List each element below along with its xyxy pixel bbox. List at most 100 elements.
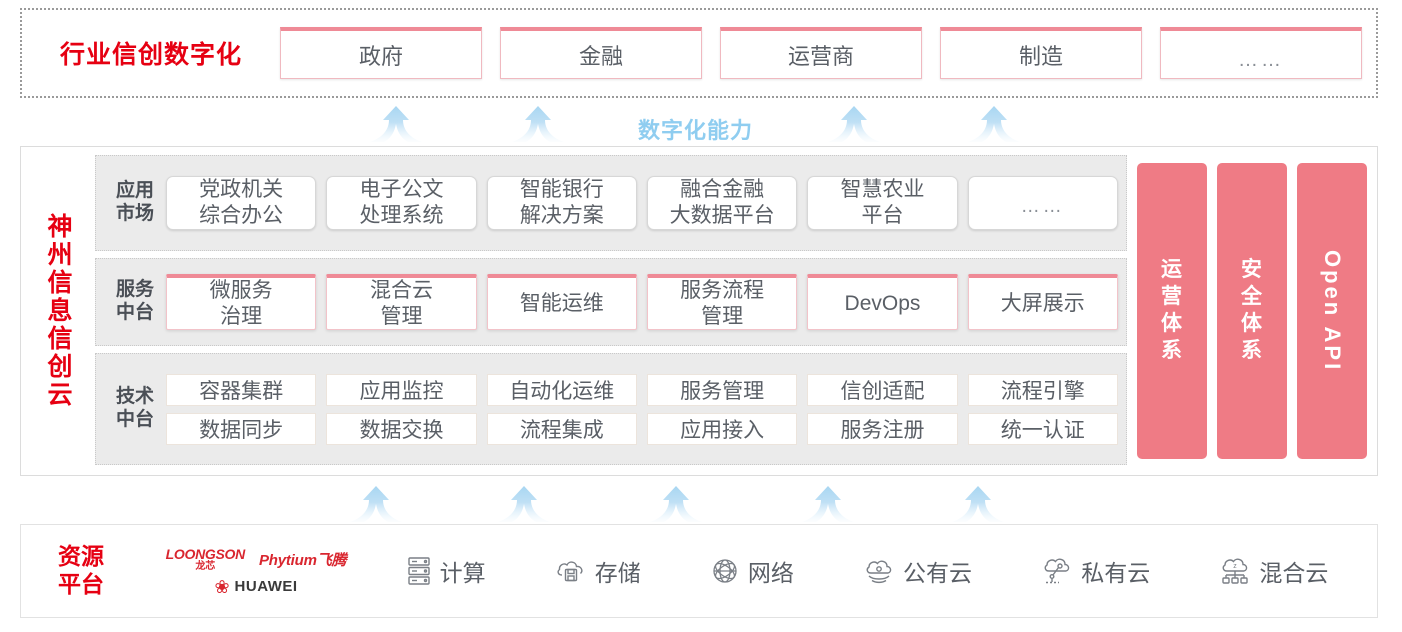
band-label-line-1: 应用 xyxy=(115,180,154,202)
cloud-title-char-5: 信 xyxy=(47,325,73,353)
industry-card-manufacturing[interactable]: 制造 xyxy=(940,27,1142,79)
loongson-logo-cn: 龙芯 xyxy=(195,560,216,572)
cloud-title-char-6: 创 xyxy=(47,353,73,381)
pillar-list: 运 营 体 系 安 全 体 系 Open API xyxy=(1135,155,1367,467)
tech-card-service-registry[interactable]: 服务注册 xyxy=(807,412,958,445)
resource-item-hybrid-cloud[interactable]: z 混合云 xyxy=(1219,554,1328,588)
tech-card-data-sync[interactable]: 数据同步 xyxy=(166,412,317,445)
tech-card-process-engine[interactable]: 流程引擎 xyxy=(967,373,1118,406)
resource-item-private-cloud[interactable]: 私有云 xyxy=(1041,554,1150,588)
service-card-microservice-governance[interactable]: 微服务 治理 xyxy=(166,273,317,331)
app-card-edoc-system[interactable]: 电子公文 处理系统 xyxy=(326,176,477,230)
resource-item-label: 计算 xyxy=(439,560,486,586)
band-label-application-market: 应用 市场 xyxy=(104,180,166,226)
industry-band-title: 行业信创数字化 xyxy=(59,41,242,69)
cloud-title-char-3: 信 xyxy=(47,269,73,297)
resource-platform-panel: 资源 平台 LOONGSON 龙芯 Phytium飞腾 ❀ HUAWEI xyxy=(20,524,1378,618)
pillar-open-api[interactable]: Open API xyxy=(1297,163,1367,459)
huawei-logo-text: HUAWEI xyxy=(234,578,298,595)
server-rack-icon xyxy=(406,556,432,586)
service-card-hybrid-cloud-management[interactable]: 混合云 管理 xyxy=(326,273,477,331)
cloud-storage-icon xyxy=(555,557,587,585)
band-label-technical-platform: 技术 中台 xyxy=(104,386,166,432)
cloud-title-char-4: 息 xyxy=(47,297,73,325)
tech-card-container-cluster[interactable]: 容器集群 xyxy=(166,373,317,406)
cloud-row-stack: 应用 市场 党政机关 综合办公 电子公文 处理系统 智能银行 解决方案 融合金融… xyxy=(95,155,1127,467)
resource-item-label: 网络 xyxy=(747,560,794,586)
cloud-panel-title: 神 州 信 息 信 创 云 xyxy=(21,147,91,475)
resource-item-storage[interactable]: 存储 xyxy=(555,554,641,588)
resource-arrow-5 xyxy=(950,484,1006,524)
industry-card-more[interactable]: …… xyxy=(1160,27,1362,79)
app-card-party-government-office[interactable]: 党政机关 综合办公 xyxy=(166,176,317,230)
cloud-panel: 神 州 信 息 信 创 云 应用 市场 党政机关 综合办公 电子公文 处理系统 xyxy=(20,146,1378,476)
app-card-more[interactable]: …… xyxy=(967,176,1118,230)
tech-card-automated-ops[interactable]: 自动化运维 xyxy=(486,373,637,406)
pillar-operation-system-text: 运 营 体 系 xyxy=(1161,257,1183,365)
resource-arrow-4 xyxy=(800,484,856,524)
service-card-intelligent-ops[interactable]: 智能运维 xyxy=(486,273,637,331)
network-mesh-icon xyxy=(710,556,740,586)
app-card-smart-agriculture-platform[interactable]: 智慧农业 平台 xyxy=(807,176,958,230)
loongson-logo-en: LOONGSON xyxy=(165,545,246,562)
cloud-title-char-1: 神 xyxy=(47,213,73,241)
tech-card-xinchuang-adaptation[interactable]: 信创适配 xyxy=(807,373,958,406)
band-label-service-platform: 服务 中台 xyxy=(104,279,166,325)
capability-label: 数字化能力 xyxy=(638,118,754,143)
app-card-fintech-bigdata-platform[interactable]: 融合金融 大数据平台 xyxy=(646,176,798,230)
hybrid-cloud-icon: z xyxy=(1219,556,1251,586)
pillar-char: 系 xyxy=(1241,338,1263,362)
industry-card-finance[interactable]: 金融 xyxy=(500,27,702,79)
resource-item-label: 私有云 xyxy=(1081,560,1151,586)
pillar-operation-system[interactable]: 运 营 体 系 xyxy=(1137,163,1207,459)
huawei-flower-icon: ❀ xyxy=(214,576,230,597)
band-label-line-2: 中台 xyxy=(115,302,154,323)
vendor-logo-row-1: LOONGSON 龙芯 Phytium飞腾 xyxy=(166,547,347,572)
band-label-line-1: 服务 xyxy=(115,279,154,301)
vendor-logo-list: LOONGSON 龙芯 Phytium飞腾 ❀ HUAWEI xyxy=(141,547,371,596)
cloud-title-char-2: 州 xyxy=(47,241,73,269)
cloud-title-char-7: 云 xyxy=(47,381,73,409)
application-card-list: 党政机关 综合办公 电子公文 处理系统 智能银行 解决方案 融合金融 大数据平台… xyxy=(166,176,1118,230)
tech-card-service-management[interactable]: 服务管理 xyxy=(646,373,798,406)
pillar-char: 全 xyxy=(1241,285,1263,309)
resource-item-network[interactable]: 网络 xyxy=(710,554,794,588)
industry-card-government[interactable]: 政府 xyxy=(280,27,482,79)
resource-item-label: 公有云 xyxy=(903,560,973,586)
resource-item-public-cloud[interactable]: 公有云 xyxy=(863,554,972,588)
capability-arrow-4 xyxy=(966,104,1022,144)
service-card-list: 微服务 治理 混合云 管理 智能运维 服务流程 管理 DevOps 大屏展示 xyxy=(166,273,1118,331)
tech-card-application-monitoring[interactable]: 应用监控 xyxy=(326,373,477,406)
resource-arrow-3 xyxy=(648,484,704,524)
tech-card-application-access[interactable]: 应用接入 xyxy=(646,412,798,445)
huawei-logo: ❀ HUAWEI xyxy=(214,578,297,596)
service-card-service-process-management[interactable]: 服务流程 管理 xyxy=(646,273,798,331)
service-card-devops[interactable]: DevOps xyxy=(807,273,958,331)
resource-item-compute[interactable]: 计算 xyxy=(406,554,486,588)
resource-item-label: 存储 xyxy=(594,560,641,586)
industry-card-telecom[interactable]: 运营商 xyxy=(720,27,922,79)
industry-card-list: 政府 金融 运营商 制造 …… xyxy=(280,27,1376,79)
service-card-large-screen-display[interactable]: 大屏展示 xyxy=(967,273,1118,331)
tech-card-unified-authentication[interactable]: 统一认证 xyxy=(967,412,1118,445)
pillar-char: 安 xyxy=(1241,258,1263,282)
pillar-open-api-text: Open API xyxy=(1320,249,1345,373)
band-technical-platform: 技术 中台 容器集群 应用监控 自动化运维 服务管理 信创适配 流程引擎 xyxy=(95,353,1127,465)
pillar-security-system[interactable]: 安 全 体 系 xyxy=(1217,163,1287,459)
band-application-market: 应用 市场 党政机关 综合办公 电子公文 处理系统 智能银行 解决方案 融合金融… xyxy=(95,155,1127,251)
tech-card-data-exchange[interactable]: 数据交换 xyxy=(326,412,477,445)
app-card-smart-bank-solution[interactable]: 智能银行 解决方案 xyxy=(486,176,637,230)
resource-item-list: 计算 存储 xyxy=(371,554,1377,588)
public-cloud-icon xyxy=(863,557,895,585)
pillar-security-system-text: 安 全 体 系 xyxy=(1241,257,1263,365)
resource-item-label: 混合云 xyxy=(1259,560,1329,586)
tech-card-process-integration[interactable]: 流程集成 xyxy=(486,412,637,445)
loongson-logo: LOONGSON 龙芯 xyxy=(165,545,246,572)
capability-arrow-1 xyxy=(368,104,424,144)
pillar-char: 运 xyxy=(1161,258,1183,282)
pillar-char: 系 xyxy=(1161,338,1183,362)
band-label-line-1: 技术 xyxy=(115,386,154,408)
technical-card-row-1: 容器集群 应用监控 自动化运维 服务管理 信创适配 流程引擎 xyxy=(166,373,1118,406)
band-label-line-2: 市场 xyxy=(115,203,154,224)
